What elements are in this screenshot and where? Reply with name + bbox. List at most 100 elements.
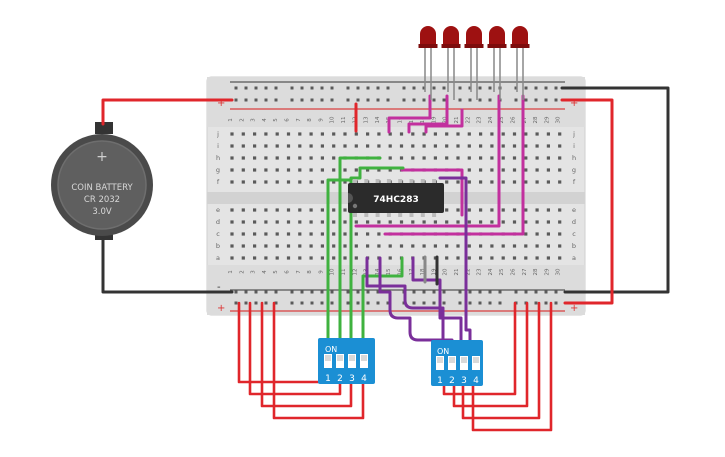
- rail-hole: [458, 290, 462, 294]
- breadboard-hole: [558, 208, 562, 212]
- battery-label-line2: CR 2032: [84, 195, 120, 205]
- breadboard-hole: [422, 244, 426, 248]
- breadboard-hole: [320, 144, 324, 148]
- rail-hole: [534, 98, 538, 102]
- breadboard-hole: [411, 156, 415, 160]
- row-letter: i: [217, 142, 219, 150]
- rail-hole: [544, 98, 548, 102]
- battery-label-line3: 3.0V: [92, 207, 112, 217]
- rail-hole: [320, 290, 324, 294]
- breadboard-hole: [253, 132, 257, 136]
- rail-hole: [356, 98, 360, 102]
- rail-hole: [244, 301, 248, 305]
- breadboard-hole: [558, 180, 562, 184]
- led[interactable]: [441, 26, 461, 100]
- purple-wire-1[interactable]: [365, 256, 445, 347]
- breadboard-hole: [467, 168, 471, 172]
- led[interactable]: [487, 26, 507, 100]
- breadboard-hole: [309, 232, 313, 236]
- breadboard-hole: [445, 180, 449, 184]
- purple-wire-4[interactable]: [438, 176, 472, 347]
- breadboard-hole: [456, 132, 460, 136]
- breadboard-hole: [467, 208, 471, 212]
- red-loop-right-3[interactable]: [461, 301, 541, 420]
- led-wire-4[interactable]: [354, 94, 501, 228]
- breadboard-hole: [512, 180, 517, 184]
- coin-battery[interactable]: + COIN BATTERY CR 2032 3.0V: [51, 122, 153, 240]
- rail-hole: [422, 301, 426, 305]
- breadboard-hole: [524, 220, 528, 224]
- led-wire-3[interactable]: [424, 108, 464, 134]
- column-number: 24: [488, 116, 494, 123]
- led[interactable]: [464, 26, 484, 100]
- red-loop-right-4[interactable]: [471, 301, 553, 432]
- red-loop-right-1[interactable]: [442, 301, 517, 396]
- breadboard-hole: [230, 256, 234, 260]
- ic-chip-74hc283[interactable]: 74HC283: [348, 179, 444, 217]
- ground-rail-link-wire[interactable]: [560, 86, 670, 294]
- column-number: 16: [398, 116, 404, 123]
- breadboard-hole: [546, 220, 550, 224]
- led-wire-5[interactable]: [383, 94, 525, 236]
- column-number: 9: [318, 270, 324, 274]
- row-letter: d: [572, 218, 576, 226]
- breadboard-hole: [354, 244, 358, 248]
- led-wire-1[interactable]: [387, 94, 432, 134]
- green-wire-3[interactable]: [349, 166, 405, 349]
- led-wire-2[interactable]: [407, 94, 449, 134]
- row-letter: f: [573, 178, 576, 186]
- rail-hole: [442, 86, 446, 90]
- breadboard-hole: [253, 232, 257, 236]
- breadboard-hole: [467, 144, 471, 148]
- breadboard-hole: [320, 132, 324, 136]
- breadboard-hole: [298, 232, 302, 236]
- rail-hole: [412, 290, 416, 294]
- rail-hole: [310, 86, 314, 90]
- breadboard-hole: [467, 132, 471, 136]
- breadboard-hole: [298, 208, 302, 212]
- rail-hole: [264, 301, 268, 305]
- chip-output-wire[interactable]: [400, 168, 464, 217]
- breadboard-hole: [546, 208, 550, 212]
- purple-wire-2[interactable]: [378, 256, 454, 347]
- rail-plus-label-bottom: +: [217, 303, 225, 314]
- battery-power-wire[interactable]: [101, 98, 234, 126]
- rail-hole: [356, 301, 360, 305]
- column-number: 10: [330, 116, 336, 123]
- red-loop-right-2[interactable]: [452, 301, 529, 408]
- led[interactable]: [510, 26, 530, 100]
- column-number: 6: [285, 270, 291, 274]
- breadboard-hole: [558, 232, 562, 236]
- chip-pin1-mark: [352, 203, 358, 209]
- wires: [101, 86, 670, 432]
- breadboard-hole: [399, 244, 404, 248]
- dip-switch-number: 2: [337, 374, 343, 384]
- breadboard-hole: [264, 168, 268, 172]
- rail-hole: [468, 290, 472, 294]
- breadboard-hole: [275, 208, 279, 212]
- red-loop-left-4[interactable]: [272, 301, 365, 420]
- led-rim: [418, 44, 438, 48]
- rail-hole: [478, 98, 482, 102]
- rail-hole: [346, 301, 350, 305]
- rail-hole: [498, 301, 502, 305]
- power-rail-link-wire[interactable]: [560, 98, 614, 305]
- led[interactable]: [418, 26, 438, 100]
- breadboard-hole: [332, 144, 336, 148]
- breadboard-hole: [230, 220, 234, 224]
- breadboard-hole: [377, 220, 381, 224]
- rail-hole: [422, 98, 426, 102]
- breadboard-hole: [546, 156, 550, 160]
- green-wire-1[interactable]: [326, 178, 352, 349]
- breadboard-hole: [320, 232, 324, 236]
- purple-wire-3[interactable]: [411, 256, 463, 347]
- rail-hole: [534, 301, 538, 305]
- green-wire-2[interactable]: [338, 156, 382, 349]
- green-wire-4[interactable]: [361, 256, 404, 349]
- battery-ground-wire[interactable]: [101, 238, 234, 294]
- red-loop-left-3[interactable]: [260, 301, 353, 408]
- breadboard-hole: [512, 256, 517, 260]
